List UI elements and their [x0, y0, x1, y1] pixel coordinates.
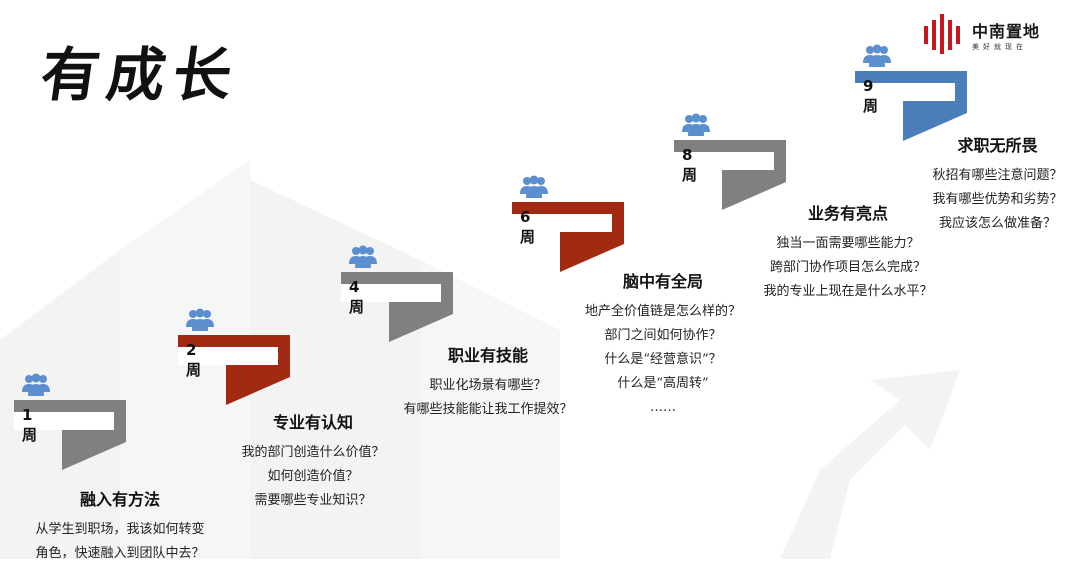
step-question: 有哪些技能能让我工作提效？	[403, 402, 573, 417]
logo-name: 中南置地	[972, 22, 1041, 41]
step-question: 我有哪些优势和劣势？	[932, 192, 1063, 207]
step-question: 秋招有哪些注意问题？	[932, 168, 1063, 183]
company-logo: 中南置地 美好就现在	[922, 14, 1062, 60]
week-label: 4周	[349, 278, 365, 316]
week-flag	[341, 272, 453, 342]
week-flag	[14, 400, 126, 470]
step-heading: 求职无所畏	[957, 136, 1038, 155]
people-group-icon	[682, 113, 710, 136]
week-label: 2周	[186, 341, 202, 379]
logo-bars-icon	[924, 14, 960, 54]
week-flag	[855, 71, 967, 141]
step-question: ……	[650, 400, 676, 415]
step-question: 地产全价值链是怎么样的？	[584, 304, 741, 319]
step-question: 我的部门创造什么价值？	[241, 445, 385, 460]
step-heading: 脑中有全局	[622, 272, 703, 291]
step-question: 需要哪些专业知识？	[254, 493, 372, 508]
step-question: 从学生到职场，我该如何转变	[35, 522, 205, 537]
step-heading: 融入有方法	[79, 490, 160, 509]
step-heading: 专业有认知	[272, 413, 353, 432]
step-heading: 职业有技能	[447, 346, 528, 365]
people-group-icon	[22, 373, 50, 396]
step-question: 什么是“经营意识”？	[604, 352, 722, 367]
week-flag	[674, 140, 786, 210]
step-content-3: 职业有技能职业化场景有哪些？ 有哪些技能能让我工作提效？	[388, 342, 588, 422]
step-question: 部门之间如何协作？	[604, 328, 722, 343]
week-flag	[178, 335, 290, 405]
week-label: 9周	[863, 77, 879, 115]
step-question: 我的专业上现在是什么水平？	[763, 284, 933, 299]
step-question: 什么是“高周转”	[617, 376, 709, 391]
logo-slogan: 美好就现在	[972, 43, 1027, 51]
people-group-icon	[863, 44, 891, 67]
step-content-4: 脑中有全局地产全价值链是怎么样的？ 部门之间如何协作？ 什么是“经营意识”？ 什么是“…	[568, 268, 758, 420]
people-group-icon	[520, 175, 548, 198]
step-content-1: 融入有方法从学生到职场，我该如何转变角色，快速融入到团队中去？	[20, 486, 220, 566]
week-label: 6周	[520, 208, 536, 246]
people-group-icon	[349, 245, 377, 268]
step-question: 角色，快速融入到团队中去？	[35, 546, 205, 561]
page-title: 有成长	[36, 41, 245, 109]
week-label: 8周	[682, 146, 698, 184]
step-question: 独当一面需要哪些能力？	[776, 236, 920, 251]
step-question: 跨部门协作项目怎么完成？	[769, 260, 926, 275]
step-heading: 业务有亮点	[807, 204, 888, 223]
step-content-5: 业务有亮点独当一面需要哪些能力？ 跨部门协作项目怎么完成？ 我的专业上现在是什么水平…	[748, 200, 948, 304]
week-label: 1周	[22, 406, 38, 444]
step-content-2: 专业有认知我的部门创造什么价值？ 如何创造价值？ 需要哪些专业知识？	[218, 409, 408, 513]
step-question: 职业化场景有哪些？	[429, 378, 547, 393]
people-group-icon	[186, 308, 214, 331]
week-flag	[512, 202, 624, 272]
step-question: 我应该怎么做准备？	[938, 216, 1056, 231]
step-question: 如何创造价值？	[267, 469, 359, 484]
step-content-6: 求职无所畏秋招有哪些注意问题？ 我有哪些优势和劣势？ 我应该怎么做准备？	[915, 132, 1080, 236]
